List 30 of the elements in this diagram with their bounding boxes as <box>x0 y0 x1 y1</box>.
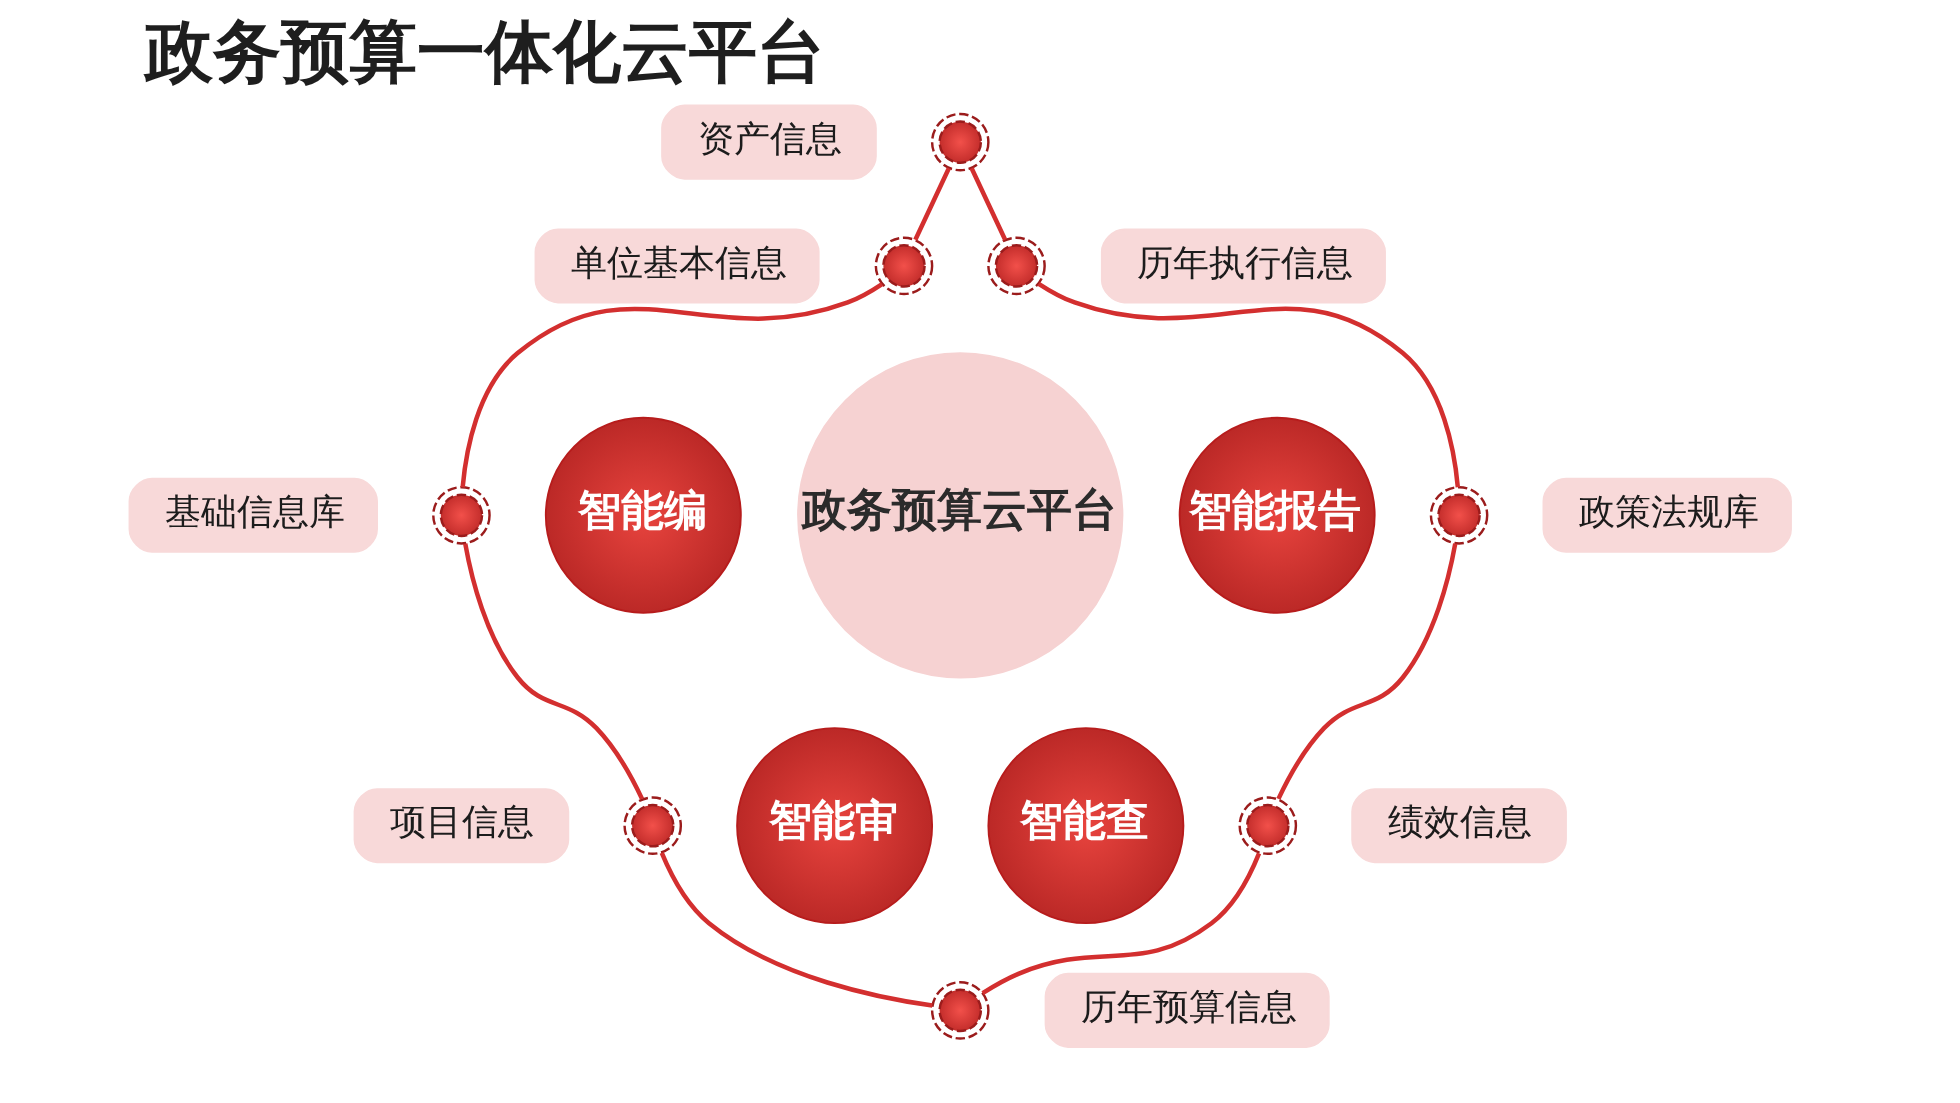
node-box: 历年执行信息 <box>1100 228 1386 304</box>
node-circle <box>986 236 1046 296</box>
node-circle <box>930 112 990 172</box>
node-box: 单位基本信息 <box>534 228 820 304</box>
connector <box>1275 543 1457 800</box>
node-circle: 智能报告 <box>1178 416 1376 614</box>
connector <box>1037 281 1460 488</box>
connector <box>462 543 644 800</box>
node-circle <box>930 981 990 1040</box>
connector <box>459 282 883 488</box>
node-box: 项目信息 <box>353 788 569 864</box>
node-circle: 智能审 <box>735 727 933 925</box>
connector <box>980 852 1261 995</box>
node-circle <box>874 236 933 296</box>
node-box: 政策法规库 <box>1542 477 1792 553</box>
node-circle: 智能查 <box>986 727 1184 925</box>
node-box: 绩效信息 <box>1350 788 1567 864</box>
node-circle: 智能编 <box>544 416 742 614</box>
node-circle <box>1237 796 1297 855</box>
connector <box>912 167 951 241</box>
node-box: 基础信息库 <box>128 477 378 553</box>
node-circle <box>431 485 491 545</box>
connector <box>659 852 933 1008</box>
node-box: 历年预算信息 <box>1044 972 1330 1048</box>
diagram-title: 政务预算一体化云平台 <box>144 12 824 92</box>
node-box: 资产信息 <box>660 104 877 180</box>
node-circle: 政务预算云平台 <box>796 352 1123 679</box>
node-circle <box>1429 485 1488 545</box>
connector <box>969 167 1007 241</box>
node-circle <box>622 796 682 855</box>
